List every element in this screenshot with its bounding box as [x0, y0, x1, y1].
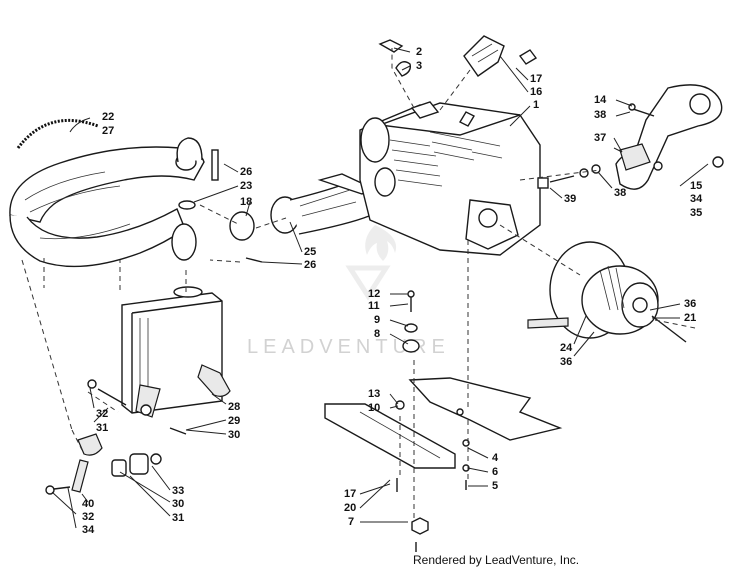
callout-label: 40	[82, 498, 94, 510]
assembly-lines	[21, 48, 696, 520]
callout-label: 31	[172, 512, 184, 524]
callout-label: 16	[530, 86, 542, 98]
callout-label: 28	[228, 401, 240, 413]
callout-label: 23	[240, 180, 252, 192]
callout-label: 1	[533, 99, 539, 111]
callout-label: 35	[690, 207, 702, 219]
engine-mount-bracket-top	[463, 35, 538, 77]
callout-label: 36	[560, 356, 572, 368]
engine-block	[359, 101, 541, 256]
callout-label: 17	[530, 73, 542, 85]
engine-bracket-small	[378, 39, 412, 77]
watermark-text: LEADVENTURE	[247, 336, 450, 358]
callout-label: 13	[368, 388, 380, 400]
callout-label: 18	[240, 196, 252, 208]
engine-plate-upper	[408, 377, 563, 447]
callout-label: 26	[240, 166, 252, 178]
callout-label: 26	[304, 259, 316, 271]
muffler	[121, 286, 231, 418]
spring-and-clamp-parts	[45, 149, 263, 495]
callout-label: 38	[594, 109, 606, 121]
callout-label: 10	[368, 402, 380, 414]
callout-label: 36	[684, 298, 696, 310]
callout-label: 14	[594, 94, 607, 106]
callout-label: 32	[96, 408, 108, 420]
callout-label: 21	[684, 312, 696, 324]
callout-label: 8	[374, 328, 380, 340]
callout-label: 38	[614, 187, 626, 199]
callout-label: 15	[690, 180, 702, 192]
callout-labels: 2 3 17 16 1 14 38 37 38 39 15 34 35 22 2…	[82, 46, 703, 536]
callout-label: 32	[82, 511, 94, 523]
callout-label: 22	[102, 111, 114, 123]
callout-label: 25	[304, 246, 316, 258]
callout-label: 30	[172, 498, 184, 510]
callout-label: 39	[564, 193, 576, 205]
callout-label: 24	[560, 342, 573, 354]
callout-label: 34	[82, 524, 95, 536]
exhaust-spring	[16, 118, 99, 149]
leader-lines	[51, 47, 709, 529]
callout-label: 6	[492, 466, 498, 478]
callout-label: 30	[228, 429, 240, 441]
fastener-hardware	[395, 290, 470, 552]
watermark-logo	[345, 225, 397, 301]
callout-label: 27	[102, 125, 114, 137]
callout-label: 5	[492, 480, 498, 492]
callout-label: 9	[374, 314, 380, 326]
callout-label: 34	[690, 193, 703, 205]
callout-label: 11	[368, 300, 380, 312]
drive-clutch	[527, 241, 687, 343]
callout-label: 17	[344, 488, 356, 500]
callout-label: 7	[348, 516, 354, 528]
callout-label: 37	[594, 132, 606, 144]
callout-label: 12	[368, 288, 380, 300]
callout-label: 4	[492, 452, 499, 464]
callout-label: 31	[96, 422, 108, 434]
exhaust-pipe	[9, 137, 205, 268]
intake-adapter	[270, 173, 376, 235]
render-credit: Rendered by LeadVenture, Inc.	[413, 553, 580, 567]
callout-label: 2	[416, 46, 422, 58]
callout-label: 20	[344, 502, 356, 514]
callout-label: 33	[172, 485, 184, 497]
engine-mount-plate	[615, 84, 724, 190]
callout-label: 29	[228, 415, 240, 427]
callout-label: 3	[416, 60, 422, 72]
engine-plate-lower	[324, 403, 456, 469]
